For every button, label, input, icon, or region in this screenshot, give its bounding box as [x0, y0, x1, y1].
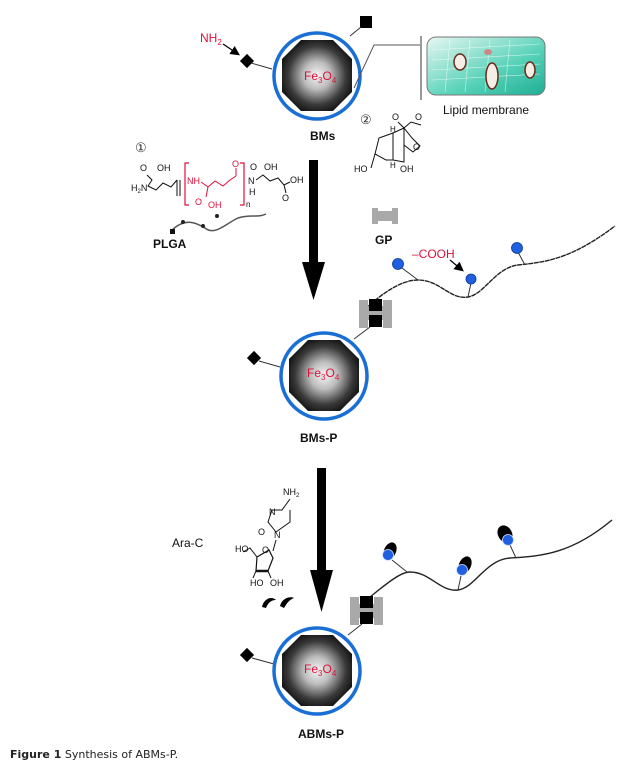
cooh-bead-icon: [511, 242, 523, 254]
diamond-ligand-icon: [239, 53, 255, 69]
atom-n: N: [269, 507, 276, 517]
ligand-link: [250, 62, 273, 70]
core-label: Fe3O4: [307, 366, 340, 382]
atom-o: O: [258, 527, 265, 537]
cooh-bead-icon: [456, 564, 468, 576]
atom-o: O: [140, 163, 147, 173]
core-label: Fe3O4: [304, 69, 337, 85]
atom-nh-red: NH: [187, 176, 200, 186]
atom-o-red: O: [195, 197, 202, 207]
ara-c-structure: Ara-C NH2 N N O O HO HO OH: [172, 487, 300, 608]
callout-line: [353, 44, 420, 89]
atom-oh: OH: [400, 164, 414, 174]
repeat-bracket-left: [184, 162, 189, 206]
plga-chain: [171, 213, 267, 232]
drug-molecule-icon: [262, 598, 276, 608]
atom-ho: HO: [250, 578, 264, 588]
atom-nh2: NH2: [283, 487, 300, 499]
atom-ho: HO: [235, 544, 249, 554]
atom-o: O: [262, 545, 269, 555]
amine-label: NH2: [200, 31, 222, 47]
cooh-arrow: [449, 259, 464, 272]
diamond-ligand-icon: [246, 350, 262, 366]
cooh-bead-icon: [502, 534, 514, 546]
fe3o4-core: [289, 340, 359, 411]
gp-linker-icon: GP: [372, 208, 398, 247]
fe3o4-core: [282, 40, 352, 111]
polymer-chain: [369, 519, 613, 598]
atom-n: N: [248, 176, 255, 186]
particle-name-abms-p: ABMs-P: [298, 727, 344, 741]
ligand-link: [349, 26, 362, 37]
gp-label: GP: [375, 233, 392, 247]
cooh-label: –COOH: [412, 247, 455, 261]
square-ligand-icon: [360, 16, 372, 28]
polymer-strand-2: [347, 519, 613, 636]
atom-o: O: [282, 193, 289, 203]
cooh-bead-icon: [392, 258, 404, 270]
atom-o: O: [250, 162, 257, 172]
membrane-protein-icon: [453, 53, 467, 71]
membrane-label: Lipid membrane: [443, 103, 529, 117]
repeat-n: n: [246, 200, 250, 209]
fe3o4-core: [282, 635, 352, 706]
step-marker-2: ②: [360, 112, 372, 127]
bms-p-particle: Fe3O4 BMs-P: [246, 331, 369, 445]
membrane-protein-icon: [485, 62, 499, 90]
figure-caption: Figure 1 Synthesis of ABMs-P.: [10, 748, 178, 761]
atom-ho: HO: [354, 164, 368, 174]
cooh-bead-icon: [465, 273, 477, 285]
diamond-ligand-icon: [239, 647, 255, 663]
cooh-bead-icon: [382, 549, 394, 561]
atom-oh: OH: [270, 578, 284, 588]
atom-h: H: [390, 125, 396, 134]
genipin-structure: ② O O O H H HO OH: [354, 112, 422, 174]
caption-label: Figure 1: [10, 748, 62, 761]
atom-oh: OH: [290, 175, 304, 185]
membrane-protein-icon: [524, 61, 536, 79]
atom-oh: OH: [264, 162, 278, 172]
atom-n: N: [274, 530, 281, 540]
plga-label: PLGA: [153, 237, 187, 251]
reaction-arrow-1: [302, 160, 325, 300]
amine-arrow: [222, 43, 240, 56]
plga-structure: ① O OH H2N NH O O OH n N H O OH O OH PLG…: [131, 140, 304, 251]
polymer-chain: [361, 225, 616, 313]
lipid-membrane-image: [426, 36, 546, 96]
atom-o: O: [392, 112, 399, 122]
drug-molecule-icon: [280, 597, 294, 608]
atom-o: O: [415, 112, 422, 122]
atom-h: H: [390, 161, 396, 170]
atom-h: H: [249, 187, 256, 197]
bms-particle: NH2 Fe3O4 BMs: [200, 16, 372, 143]
membrane-protein-icon: [484, 49, 492, 55]
atom-o-red: O: [232, 159, 239, 169]
atom-oh-red: OH: [208, 200, 222, 210]
drug-label: Ara-C: [172, 536, 204, 550]
particle-name-bms-p: BMs-P: [300, 431, 337, 445]
lipid-membrane-callout: Lipid membrane: [353, 36, 546, 117]
reaction-arrow-2: [310, 468, 333, 612]
core-label: Fe3O4: [304, 662, 337, 678]
plga-end-icon: [170, 229, 175, 234]
atom-o: O: [413, 142, 420, 152]
atom-oh: OH: [157, 163, 171, 173]
step-marker-1: ①: [135, 140, 147, 155]
repeat-bracket-right: [240, 162, 245, 206]
particle-name-bms: BMs: [310, 129, 336, 143]
abms-p-particle: Fe3O4 ABMs-P: [239, 626, 362, 741]
atom-h2n: H2N: [131, 183, 147, 195]
polymer-strand-1: –COOH: [353, 225, 616, 340]
caption-text: Synthesis of ABMs-P.: [64, 748, 179, 761]
